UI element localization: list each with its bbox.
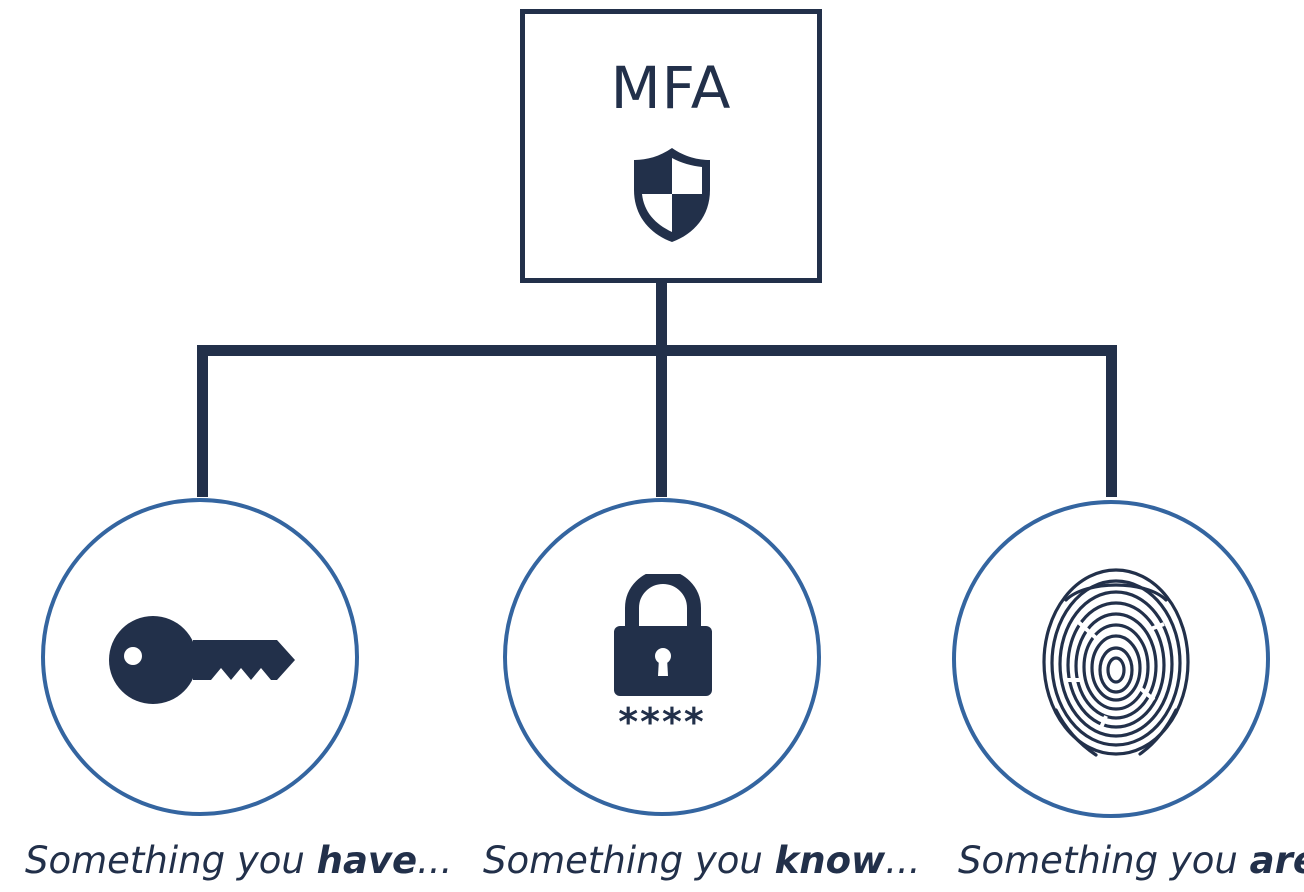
caption-are: Something you are. [958,838,1304,884]
caption-have: Something you have... [25,838,452,884]
mfa-root-box: MFA [520,9,822,283]
caption-are-prefix: Something you [958,839,1250,882]
key-icon [109,616,295,704]
caption-know: Something you know... [483,838,920,884]
factor-have-circle [41,498,359,816]
branch-right-line [1106,345,1117,497]
mfa-title: MFA [610,54,732,122]
caption-have-prefix: Something you [25,839,317,882]
branch-left-line [197,345,208,497]
root-stem-line [656,278,667,353]
caption-know-suffix: ... [885,839,921,882]
shield-icon [634,148,710,242]
fingerprint-icon [1042,568,1190,757]
caption-are-emphasis: are [1249,839,1304,882]
padlock-icon [614,574,712,696]
caption-have-emphasis: have [316,839,418,882]
masked-password-text: **** [618,700,706,744]
caption-know-emphasis: know [774,839,886,882]
factor-are-circle [952,500,1270,818]
factor-know-circle: **** [503,498,821,816]
caption-have-suffix: ... [417,839,453,882]
branch-center-line [656,345,667,497]
caption-know-prefix: Something you [483,839,775,882]
